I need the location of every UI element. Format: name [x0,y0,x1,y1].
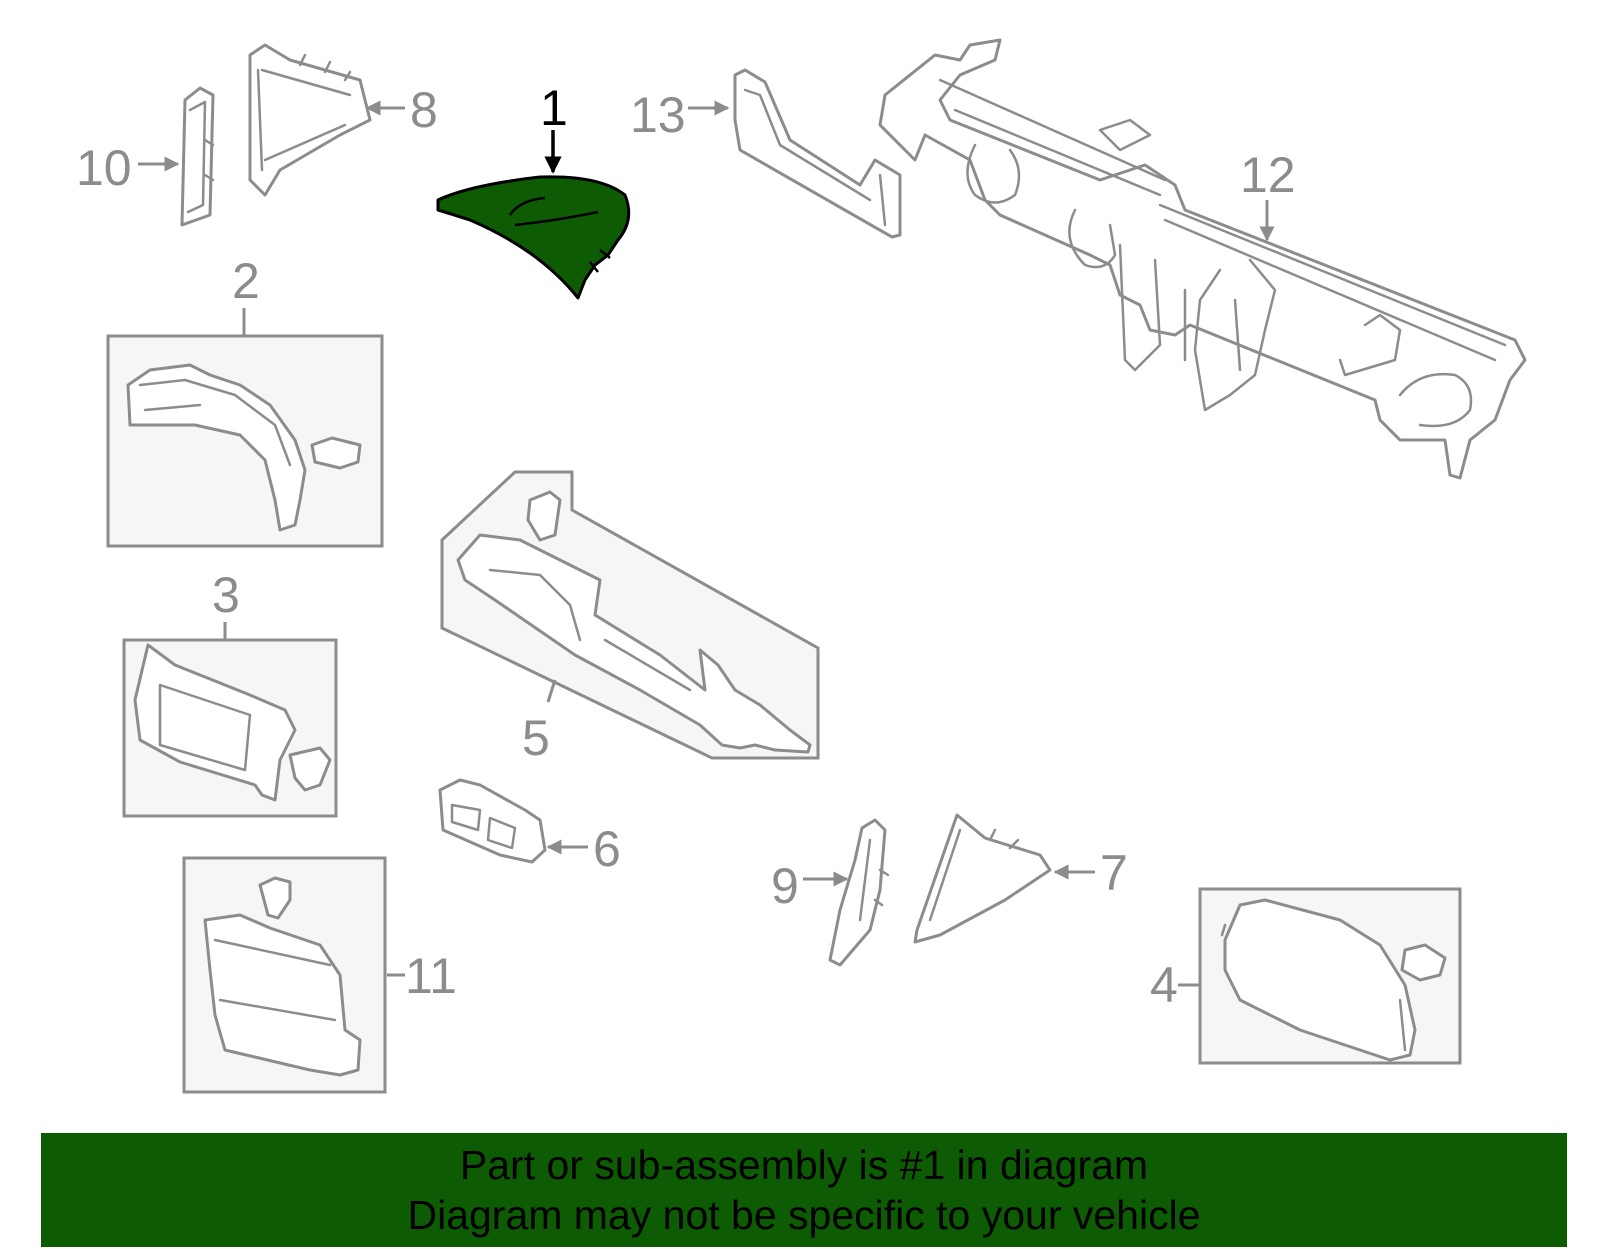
callout-label-1: 1 [540,80,568,136]
callout-10: 10 [76,140,180,196]
part-7-triangular-panel[interactable] [913,813,1052,944]
callout-label-8: 8 [410,82,438,138]
callout-4: 4 [1150,957,1200,1013]
callout-label-6: 6 [593,821,621,877]
callout-11: 11 [387,948,457,1004]
callout-label-2: 2 [232,253,260,309]
part-6-switch-panel[interactable] [438,778,547,864]
callout-label-5: 5 [522,710,550,766]
callout-7: 7 [1053,845,1128,901]
callout-5: 5 [522,679,557,766]
callout-label-3: 3 [212,567,240,623]
callout-12: 12 [1240,147,1296,242]
callout-label-12: 12 [1240,147,1296,203]
callout-label-4: 4 [1150,957,1178,1013]
part-2-kit-box[interactable] [106,334,384,548]
part-5-kit-box[interactable] [440,470,820,760]
part-11-kit-box[interactable] [182,856,387,1094]
info-banner: Part or sub-assembly is #1 in diagram Di… [41,1133,1567,1247]
callout-label-7: 7 [1100,845,1128,901]
part-10-trim-strip[interactable] [180,86,215,227]
part-3-kit-box[interactable] [122,638,338,818]
callout-label-10: 10 [76,140,132,196]
part-12-cross-car-beam[interactable] [878,38,1527,480]
callout-8: 8 [365,82,438,138]
callout-2: 2 [232,253,260,336]
callout-1: 1 [540,80,568,174]
part-9-vertical-bracket[interactable] [828,818,890,967]
part-4-kit-box[interactable] [1198,887,1462,1065]
callout-13: 13 [630,87,730,143]
callout-6: 6 [546,821,621,877]
banner-line-2: Diagram may not be specific to your vehi… [407,1192,1201,1238]
part-8-side-bracket[interactable] [248,43,372,197]
part-1-instrument-panel-cover[interactable] [436,175,631,300]
callout-label-9: 9 [771,858,799,914]
callout-9: 9 [771,858,849,914]
callout-3: 3 [212,567,240,640]
callout-label-13: 13 [630,87,686,143]
banner-line-1: Part or sub-assembly is #1 in diagram [459,1142,1149,1188]
callout-label-11: 11 [405,948,457,1004]
part-13-reinforcement-bracket[interactable] [733,68,902,239]
